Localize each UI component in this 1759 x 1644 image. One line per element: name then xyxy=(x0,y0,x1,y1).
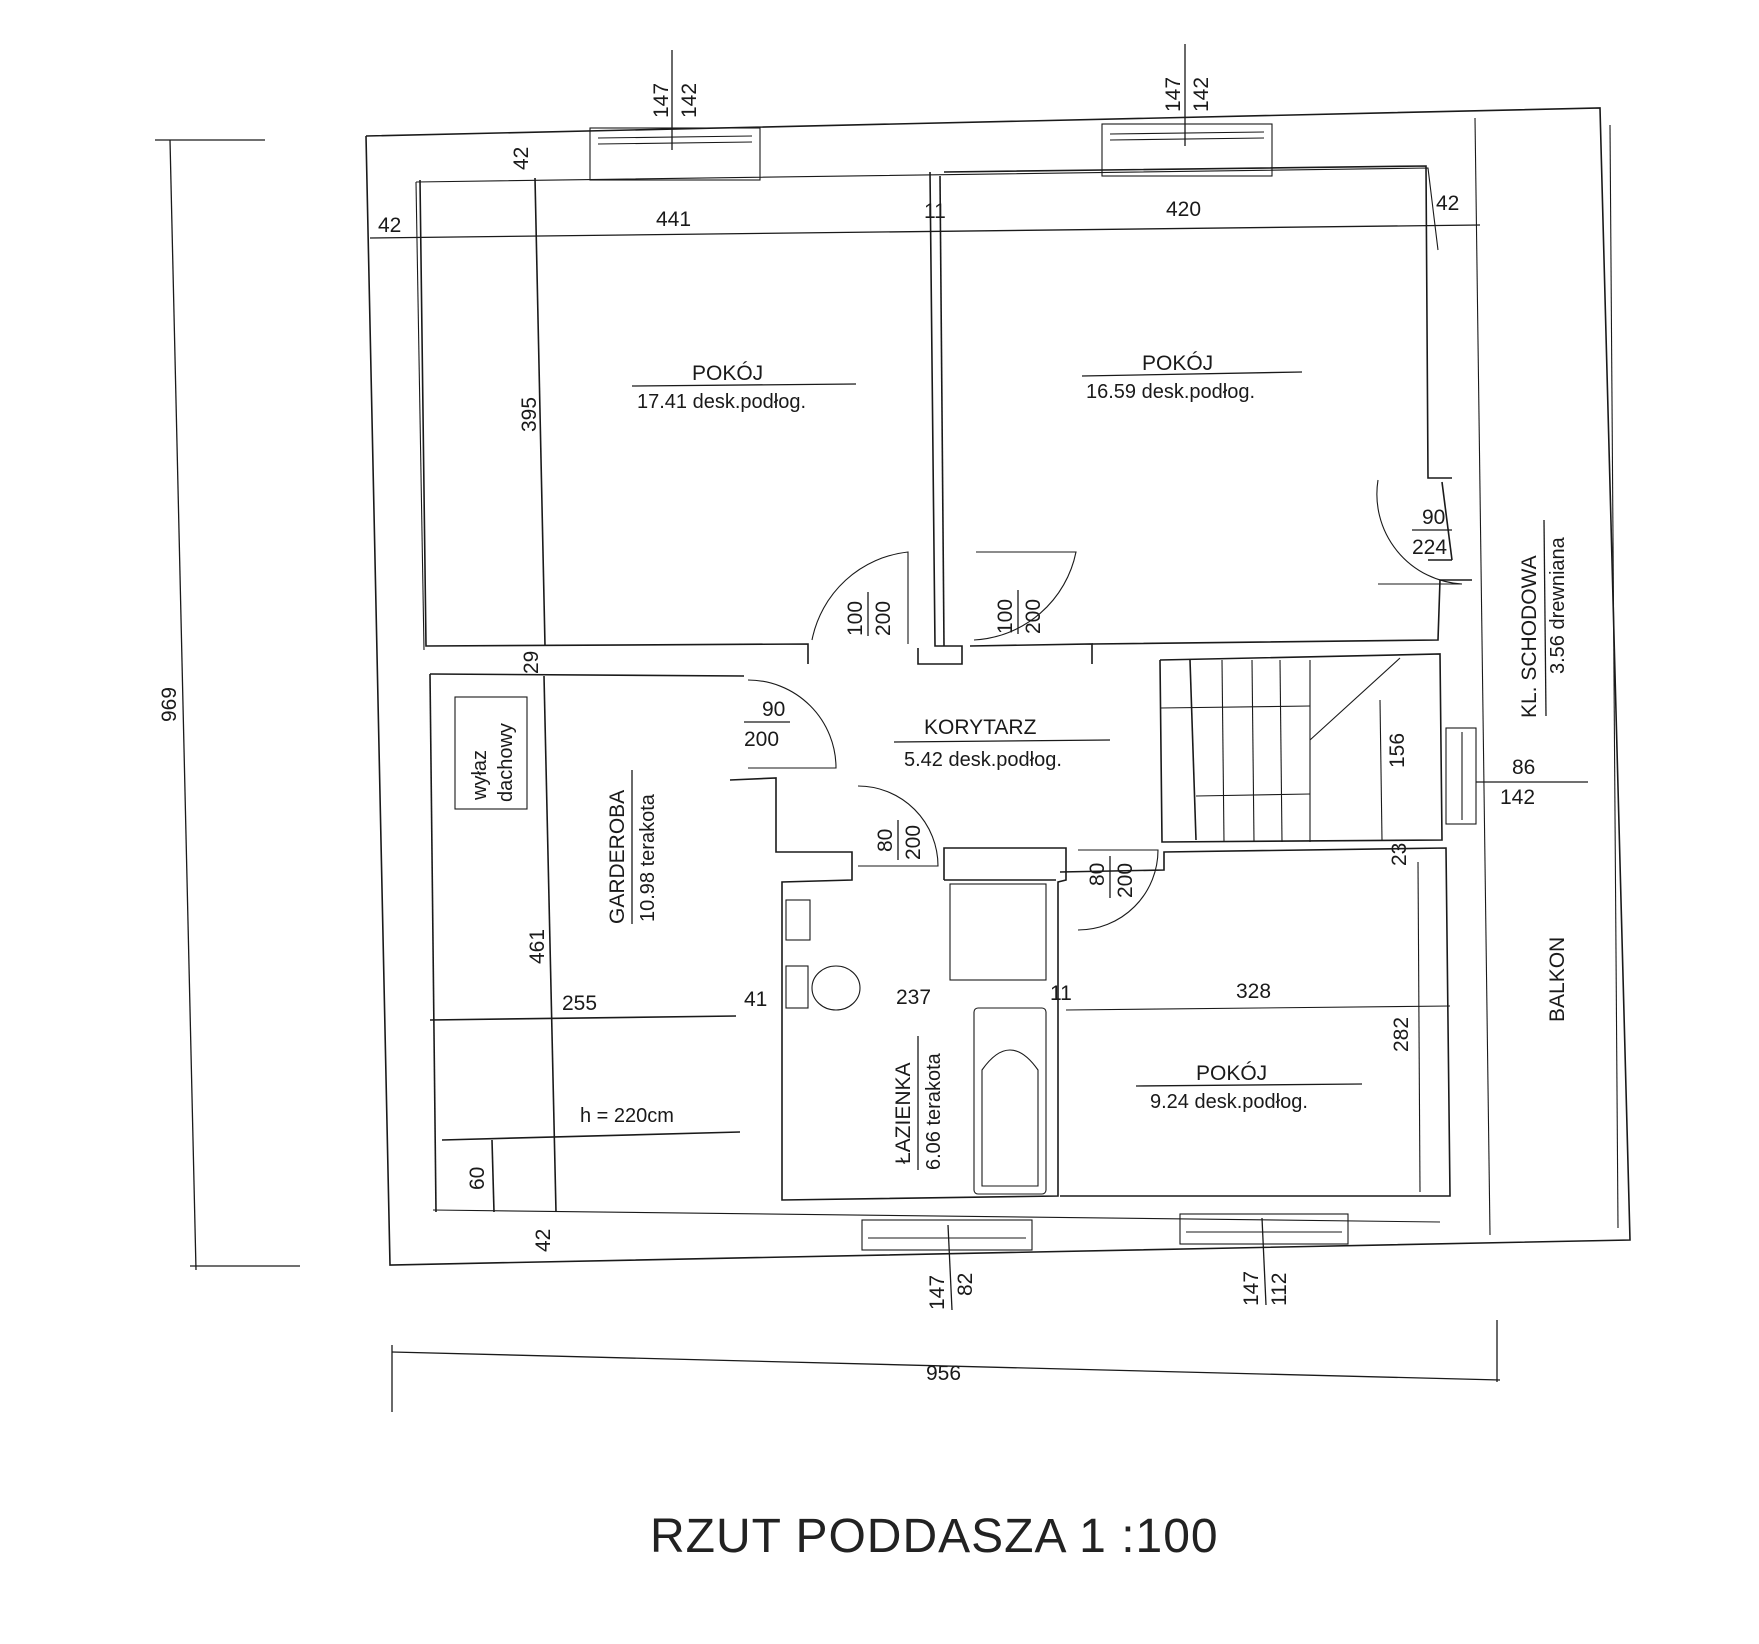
dim-win-bot2-a: 147 xyxy=(1240,1271,1263,1306)
dim-win-right-a: 86 xyxy=(1512,756,1535,779)
room-area: 9.24 desk.podłog. xyxy=(1150,1091,1308,1113)
room-name: KORYTARZ xyxy=(924,716,1037,739)
room-area: 6.06 terakota xyxy=(923,1052,945,1170)
dim-top-441: 441 xyxy=(656,208,691,231)
dim-top-42-right: 42 xyxy=(1436,192,1459,215)
dim-door3-b: 224 xyxy=(1412,536,1447,559)
dim-door4-a: 90 xyxy=(762,698,785,721)
room-label-korytarz: KORYTARZ 5.42 desk.podłog. xyxy=(893,716,1111,771)
room-walls-lazienka xyxy=(729,777,1067,1201)
dim-left-395: 395 xyxy=(518,397,541,432)
room-label-balkon: BALKON xyxy=(1546,937,1569,1022)
dim-mid-237: 237 xyxy=(896,986,931,1009)
dim-win-top1-b: 142 xyxy=(678,83,701,118)
dim-top-11: 11 xyxy=(924,200,946,223)
room-area: 17.41 desk.podłog. xyxy=(637,391,806,413)
top-dimension-line xyxy=(369,224,1481,239)
dim-total-width: 956 xyxy=(926,1362,961,1385)
room-label-pokoj-2: POKÓJ 16.59 desk.podłog. xyxy=(1081,352,1303,403)
room-walls-pokoj-2 xyxy=(943,165,1472,664)
room-label-pokoj-3: POKÓJ 9.24 desk.podłog. xyxy=(1135,1062,1363,1113)
room-area: 5.42 desk.podłog. xyxy=(904,749,1062,771)
dim-left-461: 461 xyxy=(526,929,549,964)
dim-door1-a: 100 xyxy=(844,601,867,636)
room-walls-garderoba xyxy=(429,673,745,1213)
dim-door6-b: 200 xyxy=(1114,863,1137,898)
drawing-title: RZUT PODDASZA 1 :100 xyxy=(650,1510,1219,1563)
dim-left-60: 60 xyxy=(466,1167,489,1190)
staircase xyxy=(1159,653,1443,843)
room-label-lazienka: ŁAZIENKA 6.06 terakota xyxy=(892,1036,945,1170)
dim-win-bot1-b: 82 xyxy=(954,1273,977,1296)
room-label-klatka: KL. SCHODOWA 3.56 drewniana xyxy=(1518,519,1569,718)
dim-win-bot2-b: 112 xyxy=(1268,1273,1291,1306)
room-name: POKÓJ xyxy=(692,362,763,385)
room-walls-pokoj-1 xyxy=(419,171,963,665)
window-top-right xyxy=(1101,44,1273,177)
dim-win-bot1-a: 147 xyxy=(926,1275,949,1310)
room-name: GARDEROBA xyxy=(606,790,629,924)
room-area: 16.59 desk.podłog. xyxy=(1086,381,1255,403)
window-bottom-left xyxy=(861,1219,1033,1311)
dim-left-255: 255 xyxy=(562,992,597,1015)
dim-door6-a: 80 xyxy=(1086,863,1109,886)
exterior-walls xyxy=(365,107,1631,1266)
dim-door1-b: 200 xyxy=(872,601,895,636)
dim-right-23: 23 xyxy=(1388,843,1411,866)
overall-dimension-lines xyxy=(155,139,1501,1412)
door-swings xyxy=(747,479,1463,931)
note-wylaz: wyłaz xyxy=(469,750,491,801)
dim-mid-328: 328 xyxy=(1236,980,1271,1003)
dim-door2-a: 100 xyxy=(994,599,1017,634)
dim-top-42-left: 42 xyxy=(378,214,401,237)
dim-right-156: 156 xyxy=(1386,733,1409,768)
window-top-left xyxy=(589,50,761,181)
dim-win-top2-a: 147 xyxy=(1162,77,1185,112)
room-name: ŁAZIENKA xyxy=(892,1062,915,1164)
room-name: KL. SCHODOWA xyxy=(1518,555,1541,718)
dim-win-top1-a: 147 xyxy=(650,83,673,118)
dim-door5-a: 80 xyxy=(874,829,897,852)
dim-door5-b: 200 xyxy=(902,825,925,860)
note-roof-hatch: wyłaz dachowy xyxy=(469,723,517,802)
dim-door3-a: 90 xyxy=(1422,506,1445,529)
room-walls-pokoj-3 xyxy=(1059,847,1451,1197)
room-label-garderoba: GARDEROBA 10.98 terakota xyxy=(606,770,659,924)
room-area: 3.56 drewniana xyxy=(1547,536,1569,674)
dim-top-42-vertical: 42 xyxy=(510,147,533,170)
room-name: POKÓJ xyxy=(1142,352,1213,375)
dim-top-420: 420 xyxy=(1166,198,1201,221)
dim-win-top2-b: 142 xyxy=(1190,77,1213,112)
dimension-labels: 42 42 441 11 420 42 395 29 461 255 41 23… xyxy=(158,77,1535,1385)
dim-mid-11: 11 xyxy=(1050,982,1072,1005)
dim-door2-b: 200 xyxy=(1022,599,1045,634)
window-stair-right xyxy=(1445,727,1588,825)
dim-left-29: 29 xyxy=(520,651,543,674)
note-height: h = 220cm xyxy=(580,1105,674,1127)
dim-win-right-b: 142 xyxy=(1500,786,1535,809)
dim-door4-b: 200 xyxy=(744,728,779,751)
room-name: BALKON xyxy=(1546,937,1569,1022)
dim-left-42-bottom: 42 xyxy=(532,1229,555,1252)
room-name: POKÓJ xyxy=(1196,1062,1267,1085)
dim-mid-41: 41 xyxy=(744,988,767,1011)
room-area: 10.98 terakota xyxy=(637,793,659,922)
roof-hatch xyxy=(454,696,528,810)
dim-right-282: 282 xyxy=(1390,1017,1413,1052)
balcony-outline xyxy=(1474,117,1619,1236)
window-bottom-right xyxy=(1179,1213,1349,1306)
note-dachowy: dachowy xyxy=(495,723,517,802)
room-label-pokoj-1: POKÓJ 17.41 desk.podłog. xyxy=(631,362,857,413)
dim-total-height: 969 xyxy=(158,687,181,722)
